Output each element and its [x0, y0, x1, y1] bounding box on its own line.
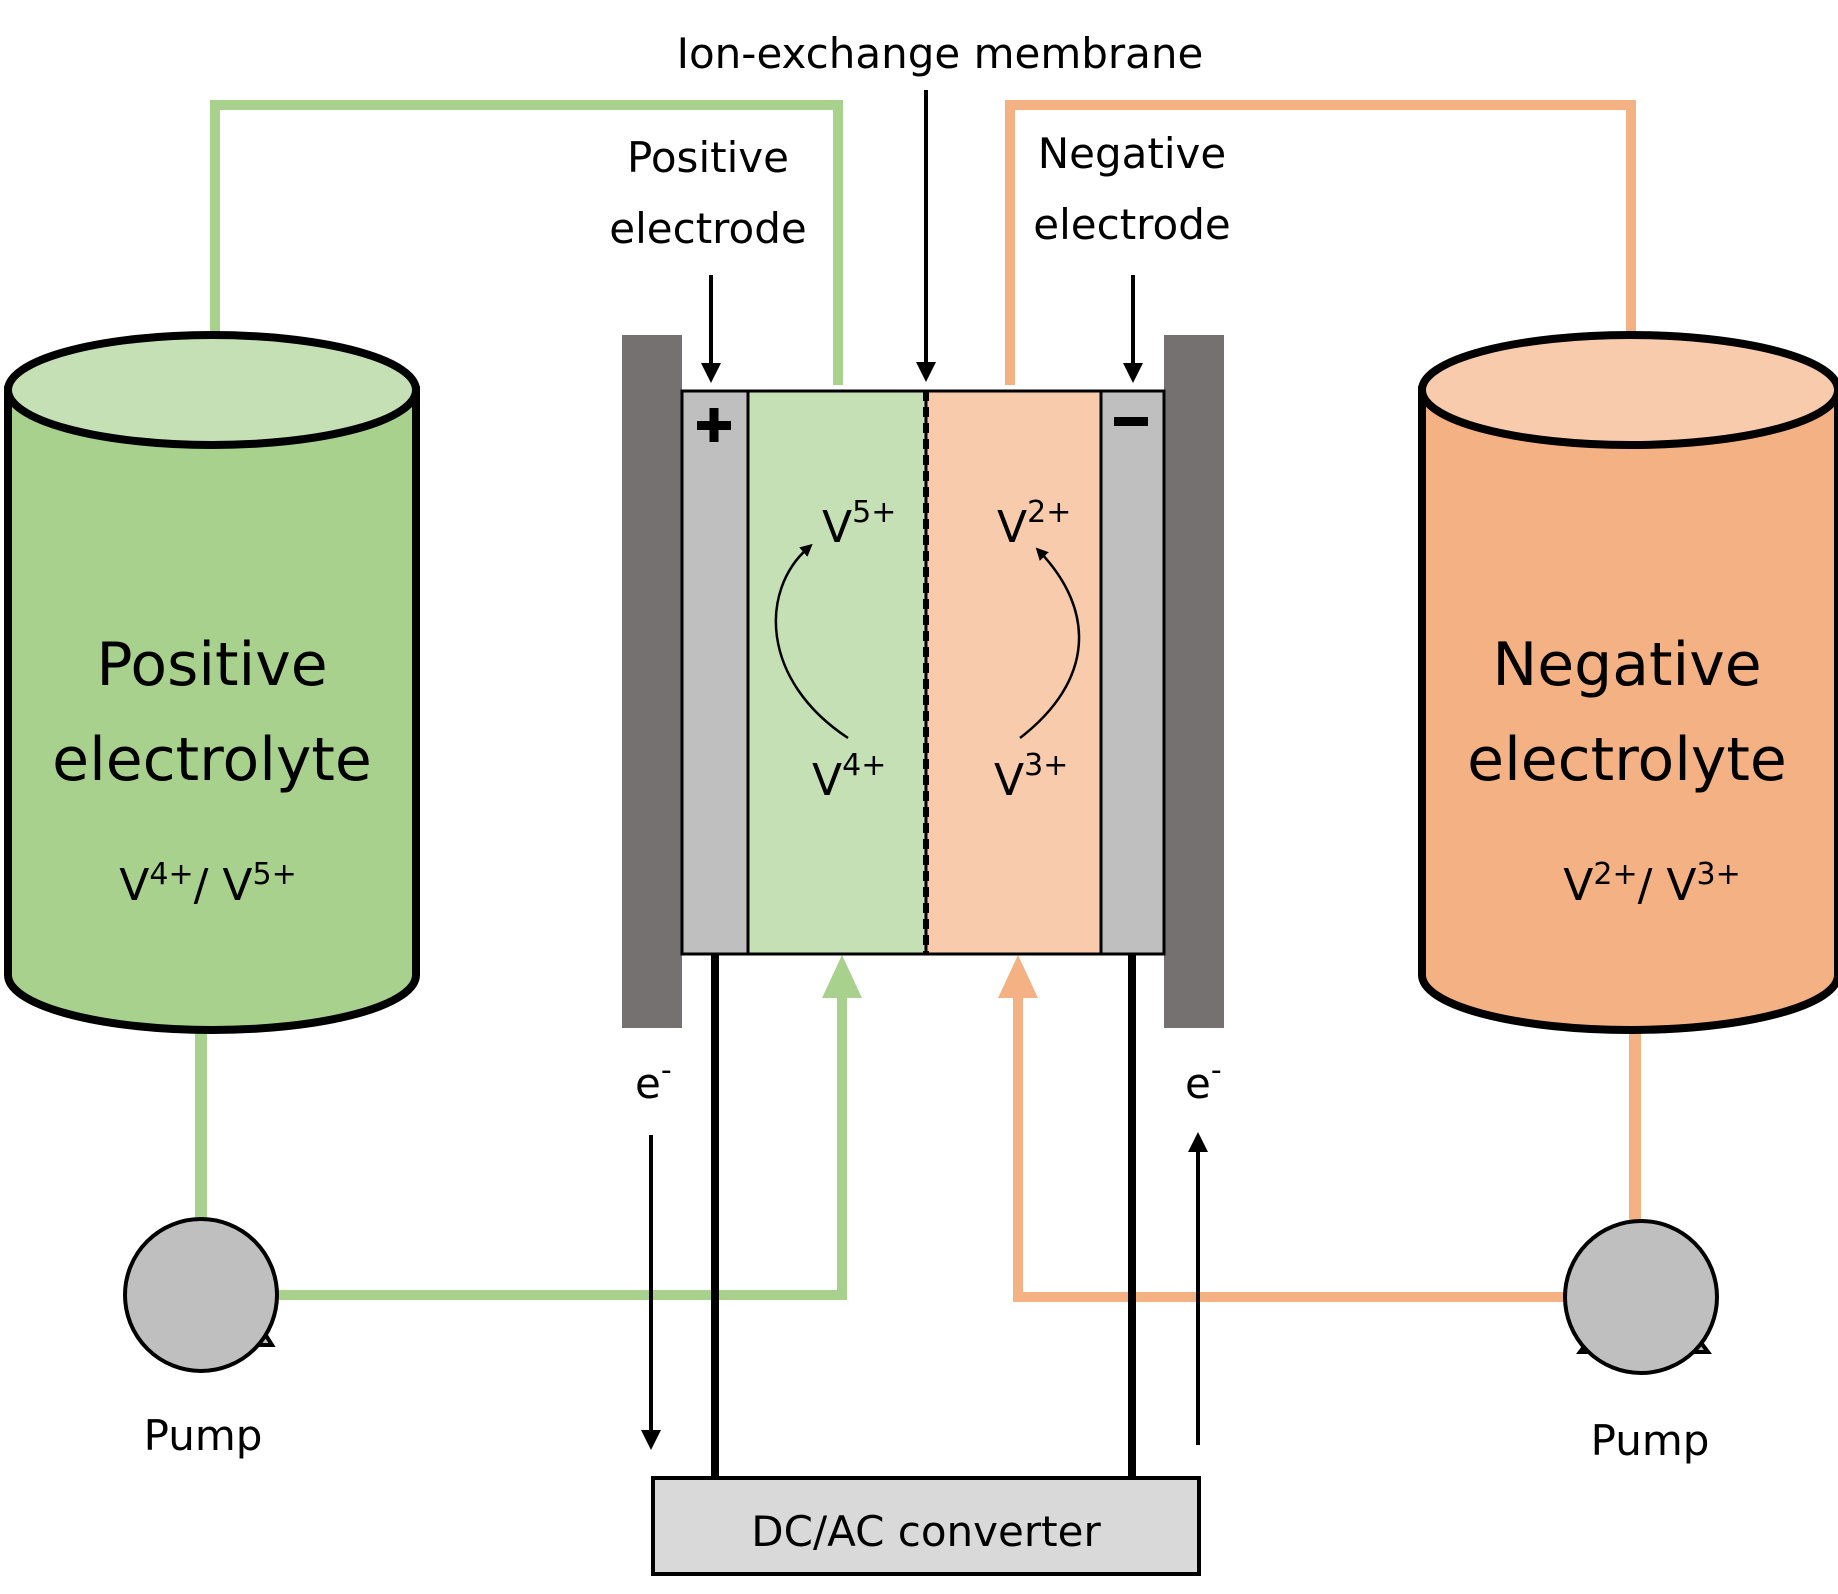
positive-pump-label: Pump	[144, 1411, 263, 1460]
negative-supply-arrowhead-icon	[998, 955, 1038, 998]
negative-tank-title-line1: Negative	[1492, 630, 1761, 700]
flow-cell: V5+ V4+ V2+ V3+	[622, 335, 1224, 1028]
negative-half-cell	[924, 389, 1103, 956]
negative-top-ion: V2+	[997, 495, 1071, 553]
positive-reaction-arc	[774, 543, 849, 740]
negative-tank-body	[1418, 386, 1838, 1034]
negative-pump: Pump	[1563, 1219, 1719, 1465]
positive-tank-top	[4, 331, 420, 449]
converter-box	[651, 1476, 1201, 1576]
negative-electrode-label-line2: electrode	[1033, 200, 1230, 249]
positive-tank-ions: V4+/ V5+	[119, 857, 297, 911]
converter-label: DC/AC converter	[751, 1507, 1101, 1556]
positive-electrode	[680, 389, 750, 956]
positive-current-plate	[622, 335, 682, 1028]
positive-supply-pipe	[195, 955, 862, 1300]
negative-supply-pipe	[998, 955, 1641, 1302]
negative-tank-top	[1418, 331, 1838, 449]
positive-tank-title-line1: Positive	[96, 630, 327, 700]
negative-electrode-label-line1: Negative	[1038, 129, 1227, 178]
negative-bottom-ion: V3+	[994, 748, 1068, 806]
minus-sign-icon	[1114, 417, 1148, 426]
positive-supply-arrowhead-icon	[822, 955, 862, 998]
negative-reaction-arc	[1019, 547, 1081, 739]
positive-electrode-label-line1: Positive	[627, 133, 789, 182]
membrane-label: Ion-exchange membrane	[677, 29, 1204, 78]
positive-tank-title-line2: electrolyte	[52, 725, 372, 795]
positive-bottom-ion: V4+	[812, 748, 886, 806]
negative-electrolyte-tank: Negative electrolyte V2+/ V3+	[1418, 331, 1838, 1034]
dc-ac-converter: DC/AC converter	[651, 1476, 1201, 1576]
negative-pump-icon	[1563, 1219, 1719, 1375]
positive-top-ion: V5+	[822, 495, 896, 553]
positive-half-cell	[746, 389, 928, 956]
positive-electrode-label-line2: electrode	[609, 204, 806, 253]
positive-pump-icon	[123, 1217, 279, 1373]
negative-tank-title-line2: electrolyte	[1467, 725, 1787, 795]
electron-right-label: e-	[1185, 1053, 1222, 1108]
positive-tank-body	[4, 386, 420, 1034]
positive-electrolyte-tank: Positive electrolyte V4+/ V5+	[4, 331, 420, 1034]
electron-left-label: e-	[635, 1053, 672, 1108]
positive-return-pipe-line	[210, 100, 843, 385]
positive-pump: Pump	[123, 1217, 279, 1460]
negative-pump-to-cell-line	[1013, 995, 1565, 1302]
positive-pump-to-cell-line	[276, 995, 847, 1300]
negative-pump-label: Pump	[1591, 1416, 1710, 1465]
negative-return-pipe-line	[1005, 100, 1636, 385]
negative-electrode	[1099, 389, 1166, 956]
negative-current-plate	[1164, 335, 1224, 1028]
negative-tank-ions: V2+/ V3+	[1563, 857, 1741, 911]
plus-sign-icon	[697, 408, 731, 442]
